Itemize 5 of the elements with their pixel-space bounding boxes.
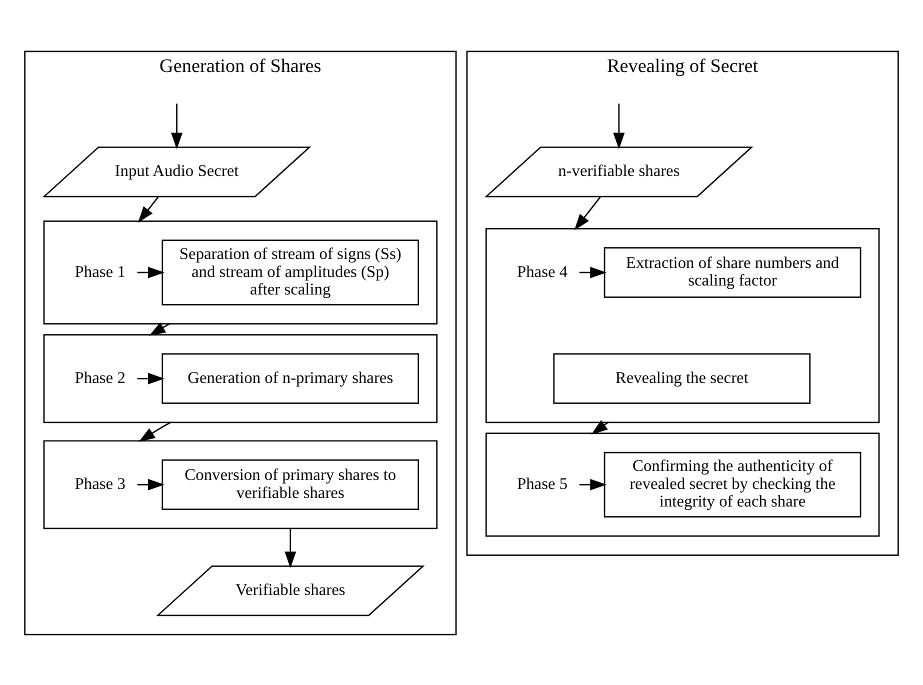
node-text: Phase 2: [74, 367, 126, 386]
node-text: Phase 5: [516, 473, 568, 492]
node-text: Phase 3: [74, 473, 126, 492]
node-text: Phase 1: [74, 261, 126, 280]
node-text: Phase 4: [516, 261, 568, 280]
